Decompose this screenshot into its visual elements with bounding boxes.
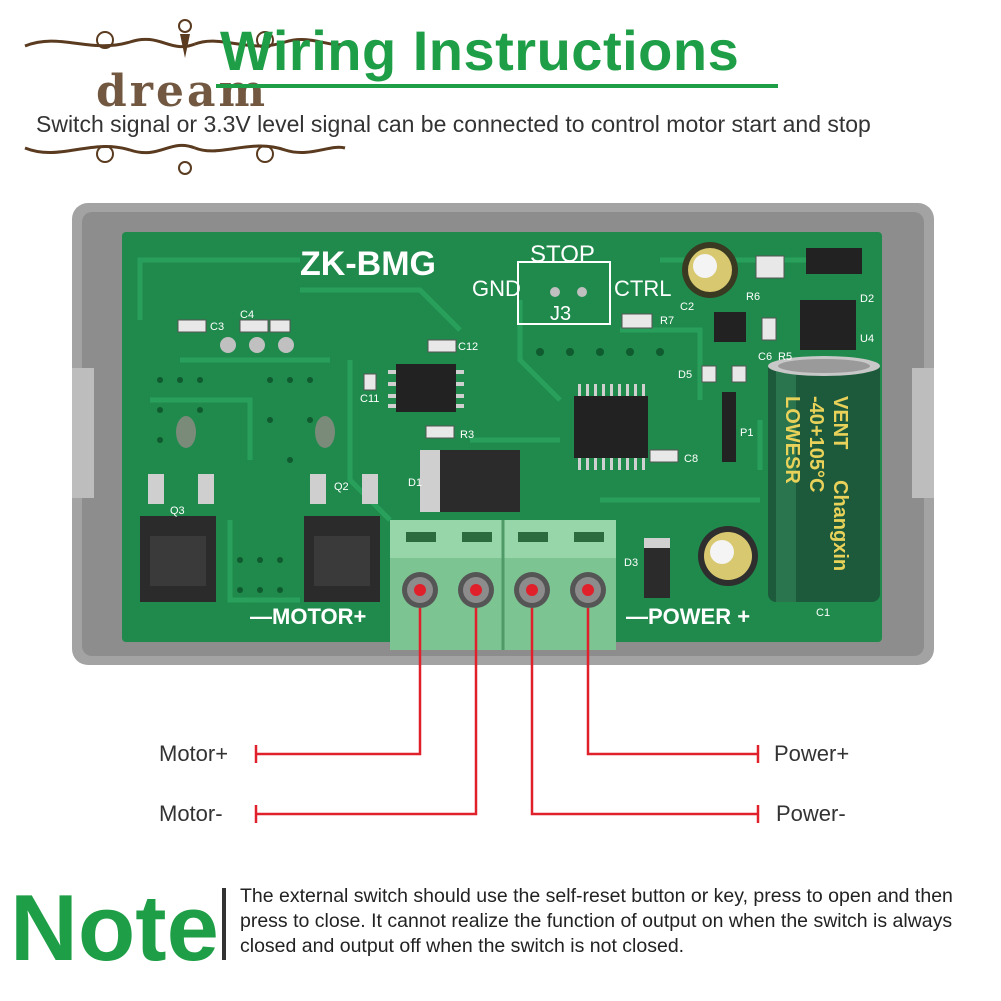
silk-q3: Q3 <box>170 505 185 517</box>
ornament-top-icon <box>24 19 346 58</box>
wires <box>254 608 760 823</box>
mosfet-q2 <box>304 474 380 602</box>
silk-c1: C1 <box>816 607 830 619</box>
silk-c6: C6 <box>758 351 772 363</box>
cap-text-esr: LOWESR <box>781 396 803 484</box>
note-heading: Note <box>10 875 219 980</box>
silk-c4: C4 <box>240 309 254 321</box>
label-power-minus: Power- <box>776 801 846 826</box>
motor-label: —MOTOR+ <box>250 604 366 629</box>
wire-power-plus <box>586 608 758 756</box>
board-model: ZK-BMG <box>300 245 436 283</box>
silk-r6: R6 <box>746 291 760 303</box>
watermark-text: dream <box>96 66 269 117</box>
ctrl-label: CTRL <box>614 276 671 301</box>
title-underline <box>216 84 778 88</box>
page-subtitle: Switch signal or 3.3V level signal can b… <box>36 111 871 137</box>
ic-u1 <box>396 364 456 412</box>
silk-r3: R3 <box>460 429 474 441</box>
mcu-chip <box>574 396 648 458</box>
label-motor-minus: Motor- <box>159 801 223 826</box>
wire-motor-minus <box>256 608 478 816</box>
main-capacitor <box>768 356 880 602</box>
note-text: The external switch should use the self-… <box>240 885 953 957</box>
page-title: Wiring Instructions <box>220 19 740 82</box>
cap-text-brand: Changxin <box>829 480 851 571</box>
header-p1 <box>722 392 736 462</box>
note-divider <box>222 888 226 960</box>
silk-d2: D2 <box>860 293 874 305</box>
silk-q2: Q2 <box>334 481 349 493</box>
wire-motor-plus <box>256 608 422 756</box>
gnd-label: GND <box>472 276 521 301</box>
label-power-plus: Power+ <box>774 741 850 766</box>
stop-label: STOP <box>530 241 595 268</box>
silk-c2: C2 <box>680 301 694 313</box>
ornament-bottom-icon <box>24 143 346 175</box>
silk-u4: U4 <box>860 333 874 345</box>
regulator-d1 <box>438 450 520 512</box>
j3-jumper <box>517 261 611 325</box>
label-motor-plus: Motor+ <box>159 741 229 766</box>
silk-p1: P1 <box>740 427 753 439</box>
silk-c3: C3 <box>210 321 224 333</box>
silk-c8: C8 <box>684 453 698 465</box>
ic-u4 <box>800 300 856 350</box>
cap-text-temp: -40+105°C <box>805 396 827 492</box>
silk-d3: D3 <box>624 557 638 569</box>
silk-c11: C11 <box>360 393 379 405</box>
power-label: —POWER + <box>626 604 750 629</box>
silk-c12: C12 <box>458 341 478 353</box>
j3-label: J3 <box>550 303 571 325</box>
silk-r7: R7 <box>660 315 674 327</box>
silk-r5: R5 <box>778 351 792 363</box>
cap-text-vent: VENT <box>829 396 851 449</box>
mosfet-q3 <box>140 474 216 602</box>
silk-d5: D5 <box>678 369 692 381</box>
wire-power-minus <box>530 608 758 816</box>
silk-d1: D1 <box>408 477 422 489</box>
